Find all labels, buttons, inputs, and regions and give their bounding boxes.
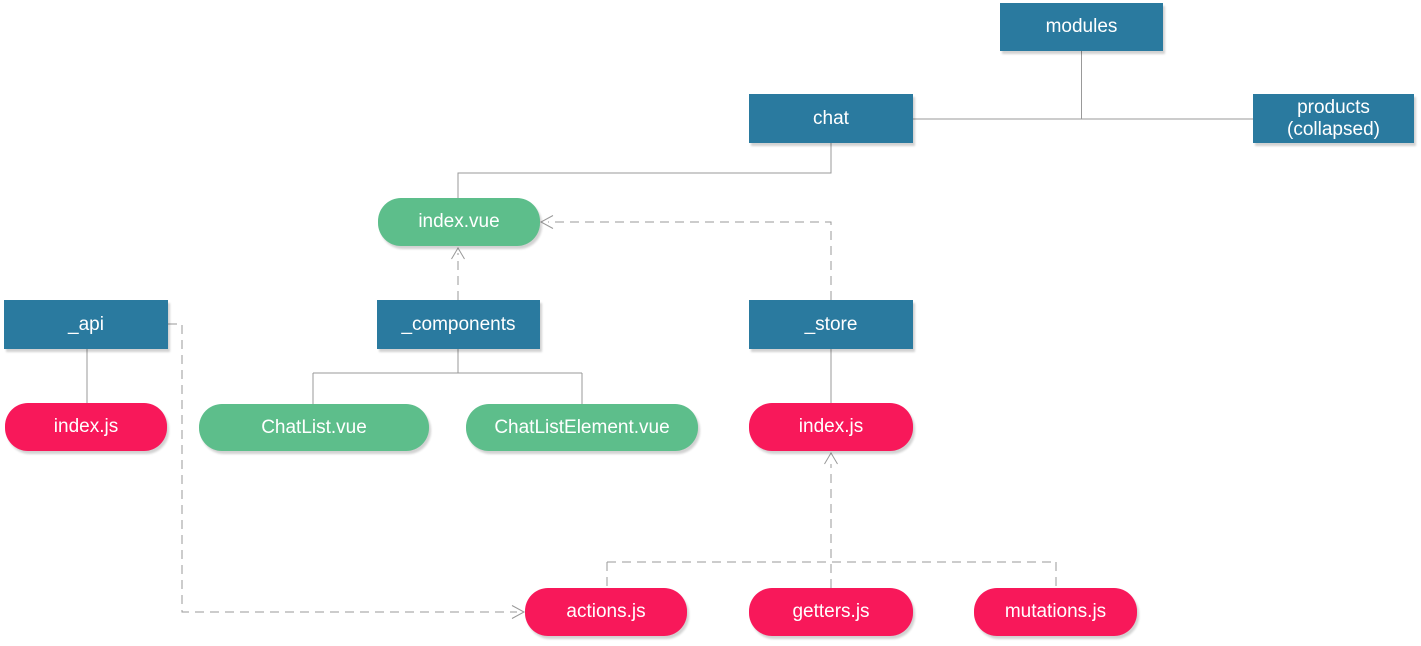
edge-components-children bbox=[312, 349, 583, 404]
node-chatlistelement-vue-file: ChatListElement.vue bbox=[466, 404, 698, 451]
node-label: mutations.js bbox=[1004, 601, 1107, 622]
node-products-folder: products (collapsed) bbox=[1253, 94, 1414, 143]
node-label: _store bbox=[804, 313, 858, 335]
node-mutations-js-file: mutations.js bbox=[974, 588, 1137, 636]
node-components-folder: _components bbox=[377, 300, 540, 349]
edge-chat-indexvue bbox=[457, 143, 832, 198]
node-api-folder: _api bbox=[4, 300, 168, 349]
node-label-line2: (collapsed) bbox=[1287, 118, 1380, 140]
node-label: index.js bbox=[798, 416, 864, 437]
arrowhead-left-indexvue bbox=[539, 215, 554, 229]
arrowhead-up-store-indexjs bbox=[824, 452, 838, 465]
node-label-line1: products bbox=[1297, 96, 1370, 118]
node-label: index.js bbox=[53, 416, 119, 437]
node-label: actions.js bbox=[566, 601, 646, 622]
node-index-vue-file: index.vue bbox=[378, 198, 540, 246]
edge-bottom-rail-dashed bbox=[606, 464, 1057, 588]
node-label: _api bbox=[68, 313, 104, 335]
edge-modules-children bbox=[913, 51, 1253, 120]
node-getters-js-file: getters.js bbox=[749, 588, 913, 636]
node-label: chat bbox=[813, 107, 849, 129]
arrowhead-up-indexvue bbox=[451, 247, 465, 260]
node-chatlist-vue-file: ChatList.vue bbox=[199, 404, 429, 451]
node-api-index-js-file: index.js bbox=[5, 403, 167, 451]
node-label: _components bbox=[401, 313, 516, 335]
arrowhead-right-actions bbox=[511, 605, 526, 619]
node-label: ChatList.vue bbox=[261, 416, 367, 438]
node-label: index.vue bbox=[418, 211, 500, 232]
node-actions-js-file: actions.js bbox=[525, 588, 687, 636]
node-label: ChatListElement.vue bbox=[494, 416, 670, 438]
edge-store-to-indexvue-dashed bbox=[548, 221, 832, 300]
node-modules-folder: modules bbox=[1000, 3, 1163, 51]
node-chat-folder: chat bbox=[749, 94, 913, 143]
node-label: getters.js bbox=[792, 601, 870, 622]
edge-api-to-actions-dashed bbox=[168, 323, 517, 613]
node-store-index-js-file: index.js bbox=[749, 403, 913, 451]
node-label: modules bbox=[1045, 16, 1118, 37]
node-store-folder: _store bbox=[749, 300, 913, 349]
